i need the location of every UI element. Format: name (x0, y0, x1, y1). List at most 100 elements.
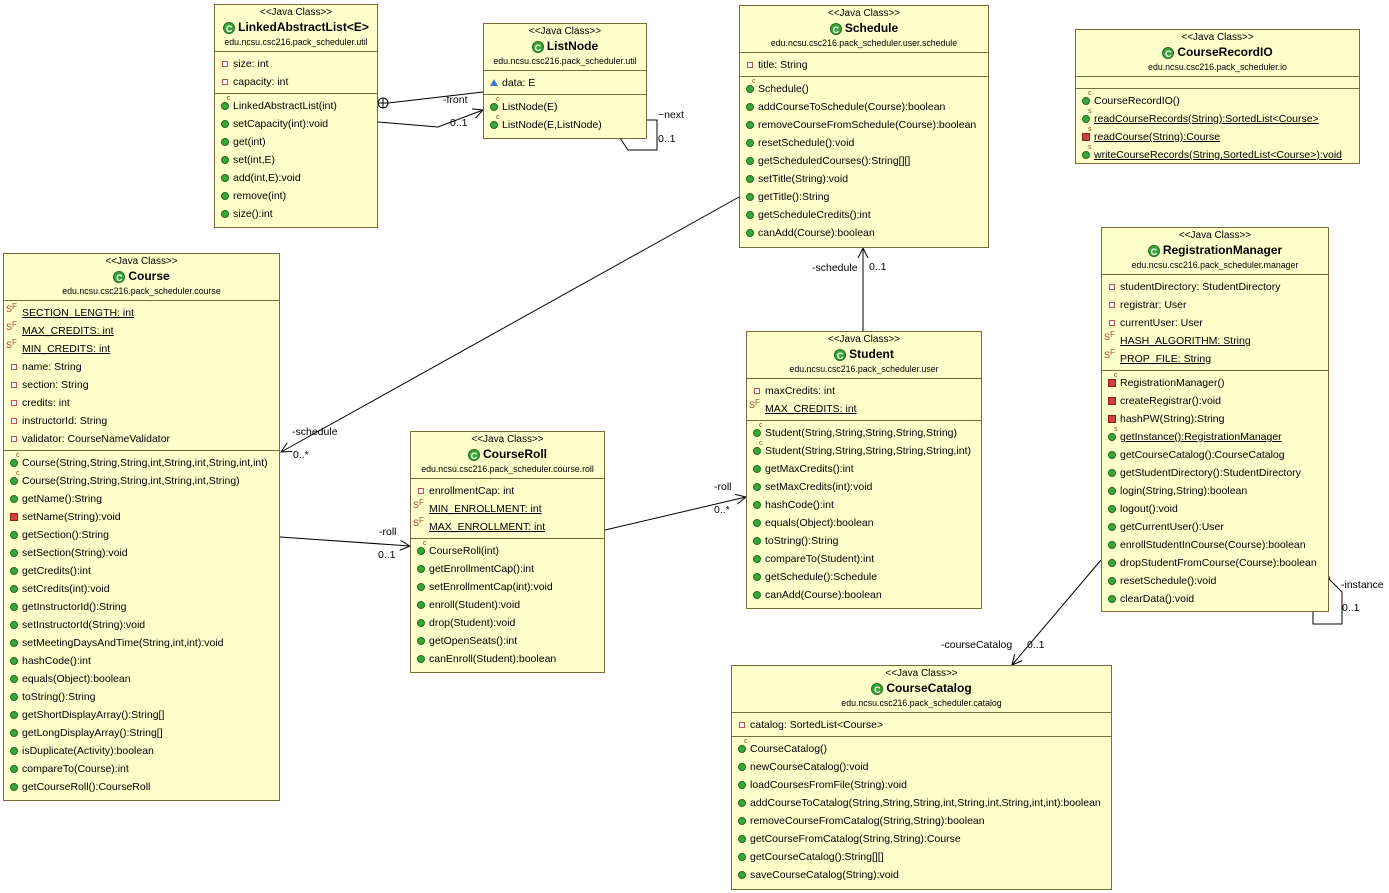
method-row[interactable]: getSchedule():Schedule (747, 568, 981, 586)
field-row[interactable]: instructorId: String (4, 412, 279, 430)
method-row[interactable]: getCourseFromCatalog(String,String):Cour… (732, 830, 1111, 848)
method-row[interactable]: getTitle():String (740, 188, 988, 206)
method-row[interactable]: getCourseCatalog():CourseCatalog (1102, 446, 1328, 464)
method-row[interactable]: loadCoursesFromFile(String):void (732, 776, 1111, 794)
method-row[interactable]: size():int (215, 205, 377, 223)
method-row[interactable]: equals(Object):boolean (747, 514, 981, 532)
field-row[interactable]: catalog: SortedList<Course> (732, 716, 1111, 734)
method-row[interactable]: setMeetingDaysAndTime(String,int,int):vo… (4, 634, 279, 652)
method-row[interactable]: setCredits(int):void (4, 580, 279, 598)
method-row[interactable]: toString():String (4, 688, 279, 706)
method-row[interactable]: getSection():String (4, 526, 279, 544)
method-row[interactable]: createRegistrar():void (1102, 392, 1328, 410)
method-row[interactable]: get(int) (215, 133, 377, 151)
method-row[interactable]: resetSchedule():void (740, 134, 988, 152)
method-row[interactable]: saveCourseCatalog(String):void (732, 866, 1111, 884)
field-row[interactable]: enrollmentCap: int (411, 482, 604, 500)
method-row[interactable]: newCourseCatalog():void (732, 758, 1111, 776)
field-row[interactable]: registrar: User (1102, 296, 1328, 314)
method-row[interactable]: clearData():void (1102, 590, 1328, 608)
method-row[interactable]: compareTo(Student):int (747, 550, 981, 568)
method-row[interactable]: setEnrollmentCap(int):void (411, 578, 604, 596)
method-row[interactable]: isDuplicate(Activity):boolean (4, 742, 279, 760)
method-row[interactable]: getScheduleCredits():int (740, 206, 988, 224)
method-row[interactable]: getInstructorId():String (4, 598, 279, 616)
field-row[interactable]: currentUser: User (1102, 314, 1328, 332)
method-row[interactable]: getOpenSeats():int (411, 632, 604, 650)
method-row[interactable]: addCourseToSchedule(Course):boolean (740, 98, 988, 116)
method-row[interactable]: hashCode():int (747, 496, 981, 514)
method-row[interactable]: toString():String (747, 532, 981, 550)
method-row[interactable]: enrollStudentInCourse(Course):boolean (1102, 536, 1328, 554)
method-row[interactable]: canAdd(Course):boolean (740, 224, 988, 242)
field-row[interactable]: data: E (484, 74, 646, 92)
field-row[interactable]: maxCredits: int (747, 382, 981, 400)
method-row[interactable]: remove(int) (215, 187, 377, 205)
method-row[interactable]: login(String,String):boolean (1102, 482, 1328, 500)
field-row[interactable]: section: String (4, 376, 279, 394)
field-row[interactable]: credits: int (4, 394, 279, 412)
method-row[interactable]: getName():String (4, 490, 279, 508)
field-row[interactable]: capacity: int (215, 73, 377, 91)
field-row[interactable]: title: String (740, 56, 988, 74)
method-row[interactable]: logout():void (1102, 500, 1328, 518)
method-row[interactable]: getCourseCatalog():String[][] (732, 848, 1111, 866)
method-row[interactable]: compareTo(Course):int (4, 760, 279, 778)
method-row[interactable]: add(int,E):void (215, 169, 377, 187)
method-row[interactable]: getCurrentUser():User (1102, 518, 1328, 536)
method-row[interactable]: getMaxCredits():int (747, 460, 981, 478)
method-row[interactable]: setSection(String):void (4, 544, 279, 562)
field-row[interactable]: studentDirectory: StudentDirectory (1102, 278, 1328, 296)
method-row[interactable]: enroll(Student):void (411, 596, 604, 614)
method-row[interactable]: hashCode():int (4, 652, 279, 670)
method-row[interactable]: getScheduledCourses():String[][] (740, 152, 988, 170)
method-row[interactable]: setName(String):void (4, 508, 279, 526)
method-row[interactable]: equals(Object):boolean (4, 670, 279, 688)
method-row[interactable]: getCredits():int (4, 562, 279, 580)
field-row[interactable]: validator: CourseNameValidator (4, 430, 279, 448)
method-row[interactable]: drop(Student):void (411, 614, 604, 632)
method-row[interactable]: removeCourseFromSchedule(Course):boolean (740, 116, 988, 134)
method-row[interactable]: getEnrollmentCap():int (411, 560, 604, 578)
method-row[interactable]: setMaxCredits(int):void (747, 478, 981, 496)
method-row[interactable]: canEnroll(Student):boolean (411, 650, 604, 668)
field-row[interactable]: size: int (215, 55, 377, 73)
method-row[interactable]: getStudentDirectory():StudentDirectory (1102, 464, 1328, 482)
method-row[interactable]: resetSchedule():void (1102, 572, 1328, 590)
field-row[interactable]: name: String (4, 358, 279, 376)
method-row[interactable]: getCourseRoll():CourseRoll (4, 778, 279, 796)
method-row[interactable]: set(int,E) (215, 151, 377, 169)
method-row[interactable]: canAdd(Course):boolean (747, 586, 981, 604)
